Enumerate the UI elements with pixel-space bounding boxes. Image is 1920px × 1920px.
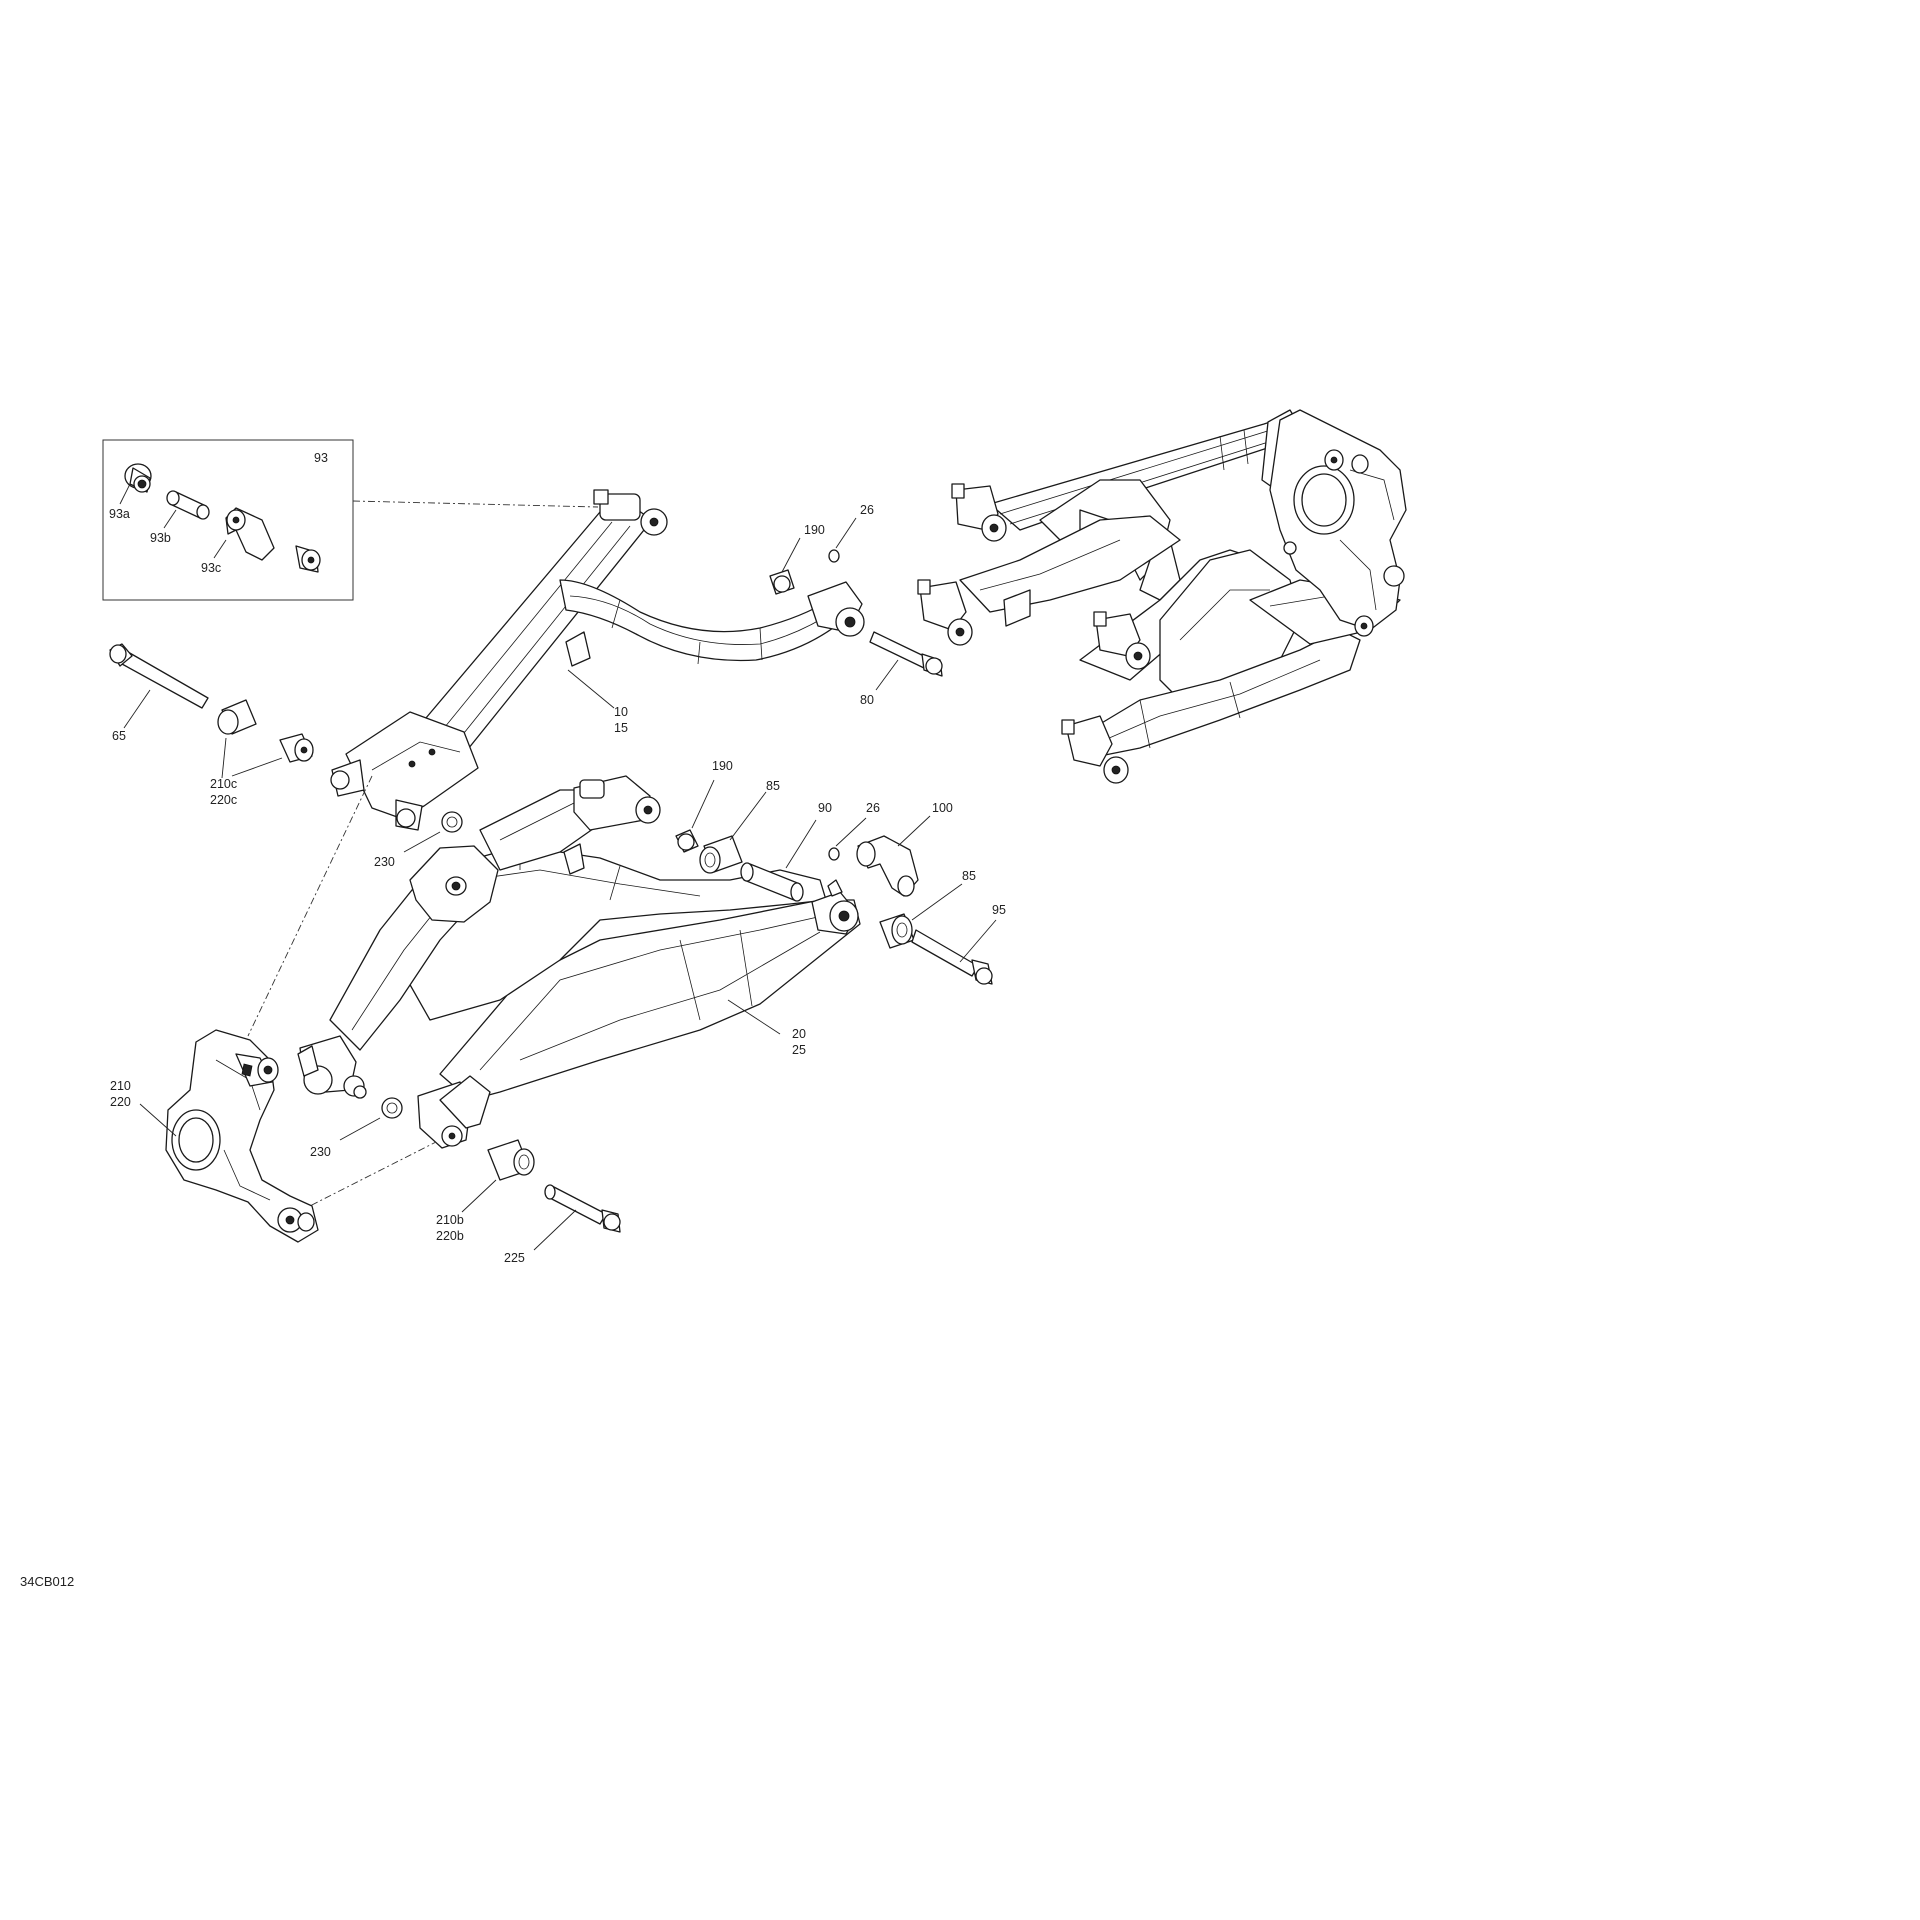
callout-93b: 93b (150, 531, 171, 545)
callout-80: 80 (860, 693, 874, 707)
upper-arm-rear-pivot[interactable] (807, 581, 865, 637)
callout-225: 225 (504, 1251, 525, 1265)
upper-arm-front-mount[interactable] (330, 711, 479, 831)
nut-230-bottom[interactable] (381, 1097, 403, 1119)
lower-arm-upper-pivot[interactable] (563, 775, 661, 875)
lower-arm-rear-pivot[interactable] (811, 879, 859, 935)
callout-26-top: 26 (860, 503, 874, 517)
callout-10: 10 (614, 705, 628, 719)
nut-230-top[interactable] (441, 811, 463, 833)
sleeve-90[interactable] (740, 862, 804, 902)
callout-100: 100 (932, 801, 953, 815)
bolt-80[interactable] (869, 631, 943, 677)
callout-230-top: 230 (374, 855, 395, 869)
grease-fitting-26-top[interactable] (828, 549, 840, 563)
callout-210: 210 (110, 1079, 131, 1093)
detail-box-93: 93 93a 93b 93c (102, 439, 599, 601)
knuckle-lower-axis-line (297, 1141, 437, 1213)
lower-arm-rear-clevis[interactable] (417, 1075, 491, 1149)
callout-93a: 93a (109, 507, 130, 521)
callout-93c: 93c (201, 561, 221, 575)
callout-15: 15 (614, 721, 628, 735)
callout-230-bottom: 230 (310, 1145, 331, 1159)
diagram-reference-code: 34CB012 (20, 1574, 74, 1589)
bushing-210c[interactable] (217, 699, 314, 763)
callout-210b: 210b (436, 1213, 464, 1227)
bushing-210b[interactable] (487, 1139, 535, 1181)
bracket-100[interactable] (856, 835, 919, 897)
upper-ball-joint[interactable] (593, 489, 668, 536)
bushing-93-right[interactable] (295, 545, 321, 573)
steering-knuckle[interactable] (165, 1029, 319, 1243)
callout-85-right: 85 (962, 869, 976, 883)
grease-fitting-26-mid[interactable] (828, 847, 840, 861)
bracket-93c[interactable] (225, 507, 275, 561)
nut-190-top[interactable] (769, 569, 795, 595)
callout-85-mid: 85 (766, 779, 780, 793)
assembled-knuckle[interactable] (1269, 409, 1407, 637)
bolt-225[interactable] (544, 1184, 621, 1233)
bushing-85-right[interactable] (879, 913, 915, 949)
callout-190-top: 190 (804, 523, 825, 537)
callout-65: 65 (112, 729, 126, 743)
assembled-suspension-view[interactable] (917, 409, 1407, 784)
bolt-95[interactable] (911, 929, 993, 985)
callout-26-mid: 26 (866, 801, 880, 815)
lower-arm-top-mount[interactable] (409, 845, 499, 923)
callout-20: 20 (792, 1027, 806, 1041)
callout-25: 25 (792, 1043, 806, 1057)
lower-arm-front-clevis[interactable] (297, 1035, 367, 1099)
bushing-93a[interactable] (124, 463, 152, 493)
callout-190-mid: 190 (712, 759, 733, 773)
callout-90: 90 (818, 801, 832, 815)
upper-a-arm[interactable] (330, 489, 865, 831)
sleeve-93b[interactable] (166, 490, 210, 520)
bushing-85-mid[interactable] (699, 835, 743, 874)
callout-93: 93 (314, 451, 328, 465)
callout-220b: 220b (436, 1229, 464, 1243)
callout-220c: 220c (210, 793, 237, 807)
detail-reference-line (352, 500, 599, 508)
callout-220: 220 (110, 1095, 131, 1109)
nut-190-mid[interactable] (675, 829, 699, 853)
detail-frame (102, 439, 354, 601)
callout-210c: 210c (210, 777, 237, 791)
callout-95: 95 (992, 903, 1006, 917)
bolt-65[interactable] (109, 643, 209, 709)
lower-a-arm[interactable] (297, 775, 861, 1149)
knuckle-upper-axis-line (247, 775, 373, 1037)
